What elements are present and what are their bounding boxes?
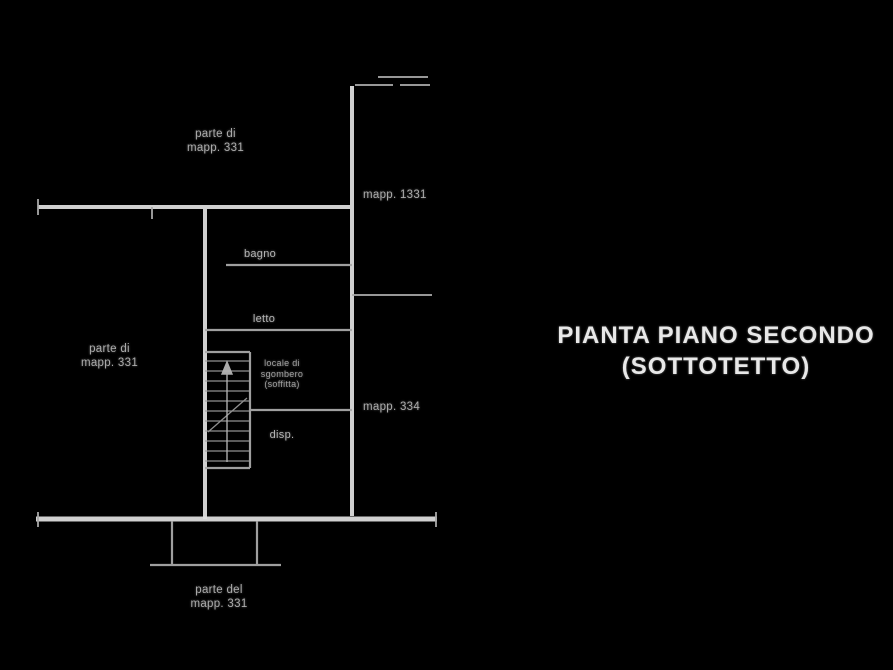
parcel-label-right-upper: mapp. 1331 <box>363 189 427 201</box>
stair-note-line3: (soffitta) <box>264 379 300 389</box>
room-label-letto: letto <box>252 313 276 325</box>
parcel-label-top-line2: mapp. 331 <box>186 142 245 154</box>
plan-title: PIANTA PIANO SECONDO (SOTTOTETTO) <box>548 320 884 382</box>
room-label-disp: disp. <box>269 429 295 441</box>
parcel-label-right-lower: mapp. 334 <box>363 401 421 413</box>
room-label-stair-note: locale di sgombero (soffitta) <box>243 358 321 390</box>
stair-note-line1: locale di <box>264 358 300 368</box>
parcel-label-left-line1: parte di <box>89 343 130 355</box>
parcel-label-top: parte di mapp. 331 <box>158 127 273 155</box>
parcel-label-bottom: parte del mapp. 331 <box>163 583 275 611</box>
parcel-label-bottom-line2: mapp. 331 <box>190 598 248 610</box>
parcel-label-top-line1: parte di <box>195 128 236 140</box>
plan-title-line2: (SOTTOTETTO) <box>621 353 811 380</box>
room-label-bagno: bagno <box>243 248 277 260</box>
parcel-label-bottom-line1: parte del <box>195 584 243 596</box>
parcel-label-left-line2: mapp. 331 <box>80 357 139 369</box>
stair-arrow-head <box>220 360 234 375</box>
plan-title-line1: PIANTA PIANO SECONDO <box>557 322 875 349</box>
stair-note-line2: sgombero <box>260 368 304 379</box>
parcel-label-left: parte di mapp. 331 <box>62 342 157 370</box>
